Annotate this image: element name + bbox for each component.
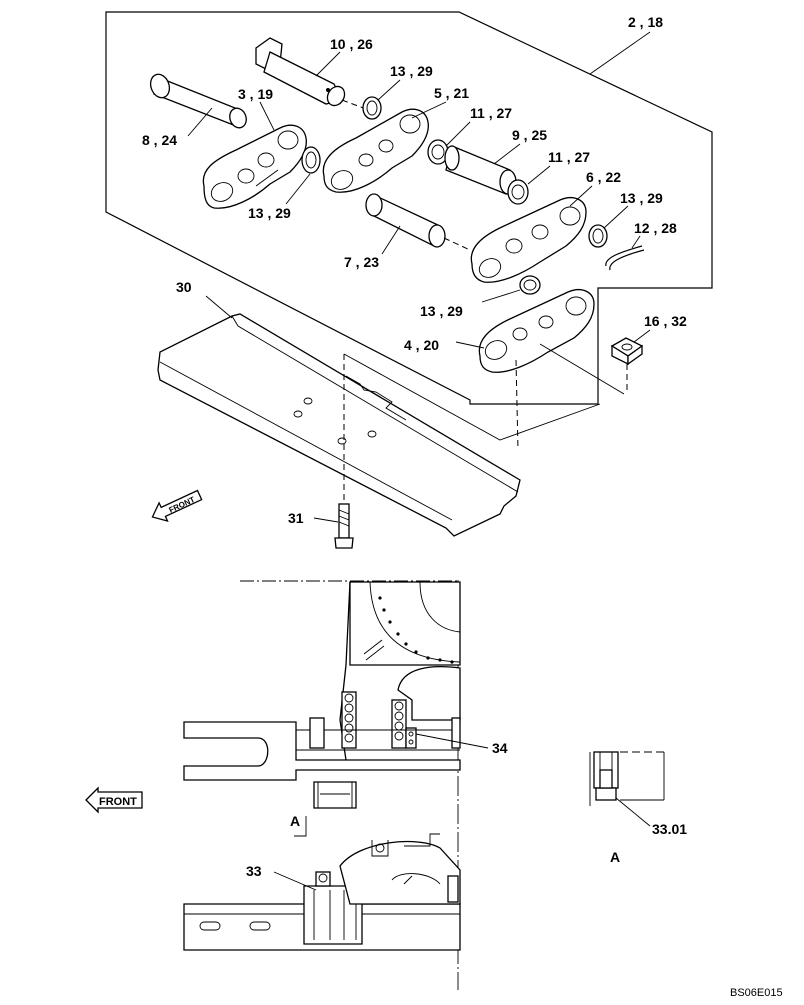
callout-31: 31 (288, 510, 304, 526)
callout-11-27-a: 11 , 27 (470, 105, 512, 121)
thrust-ring-a (427, 139, 449, 165)
callout-4-20: 4 , 20 (404, 337, 439, 353)
track-shoe-part (157, 313, 625, 537)
seal-ring-left (301, 146, 321, 174)
callout-13-29-a: 13 , 29 (390, 63, 433, 79)
callout-12-28: 12 , 28 (634, 220, 677, 236)
callout-13-29-b: 13 , 29 (620, 190, 663, 206)
callout-13-29-d: 13 , 29 (420, 303, 463, 319)
side-frame-view: A (183, 580, 461, 990)
callout-labels: 2 , 18 10 , 26 13 , 29 3 , 19 5 , 21 8 ,… (142, 14, 783, 999)
front-direction-arrow-top: FRONT (151, 489, 203, 522)
view-label-a: A (610, 849, 620, 865)
callout-11-27-b: 11 , 27 (548, 149, 590, 165)
leader-lines (187, 31, 651, 891)
seal-ring-lower (519, 275, 541, 295)
seal-ring-b (588, 224, 608, 248)
shoe-bolt-part (334, 503, 354, 549)
callout-30: 30 (176, 279, 192, 295)
figure-code: BS06E015 (730, 987, 783, 999)
cotter-pin-part (605, 245, 645, 271)
callout-3-19: 3 , 19 (238, 86, 273, 102)
seal-ring-a (362, 96, 382, 120)
view-marker-a: A (290, 813, 300, 829)
detail-view-a (589, 751, 665, 806)
callout-2-18: 2 , 18 (628, 14, 663, 30)
callout-34: 34 (492, 740, 508, 756)
track-link-5 (322, 108, 429, 193)
track-link-3 (202, 124, 307, 209)
bushing-part-lower (365, 193, 471, 251)
callout-9-25: 9 , 25 (512, 127, 547, 143)
callout-8-24: 8 , 24 (142, 132, 177, 148)
callout-33-01: 33.01 (652, 821, 687, 837)
front-label-bottom: FRONT (99, 796, 137, 808)
callout-7-23: 7 , 23 (344, 254, 379, 270)
roller-stack-left (341, 691, 357, 749)
track-link-6 (470, 197, 587, 283)
front-direction-arrow-bottom: FRONT (85, 786, 143, 814)
bushing-part-right (444, 145, 517, 195)
bolt-circle-dots (378, 596, 454, 664)
roller-stack-right (391, 699, 417, 749)
callout-6-22: 6 , 22 (586, 169, 621, 185)
shoe-nut-part (610, 337, 644, 394)
thrust-ring-b (507, 179, 529, 205)
track-link-4 (478, 289, 595, 373)
bushing-part-left (149, 73, 247, 129)
callout-13-29-c: 13 , 29 (248, 205, 291, 221)
callout-33: 33 (246, 863, 262, 879)
assembly-boundary (105, 11, 713, 405)
callout-10-26: 10 , 26 (330, 36, 373, 52)
master-pin-part (255, 37, 375, 113)
callout-16-32: 16 , 32 (644, 313, 687, 329)
callout-5-21: 5 , 21 (434, 85, 469, 101)
